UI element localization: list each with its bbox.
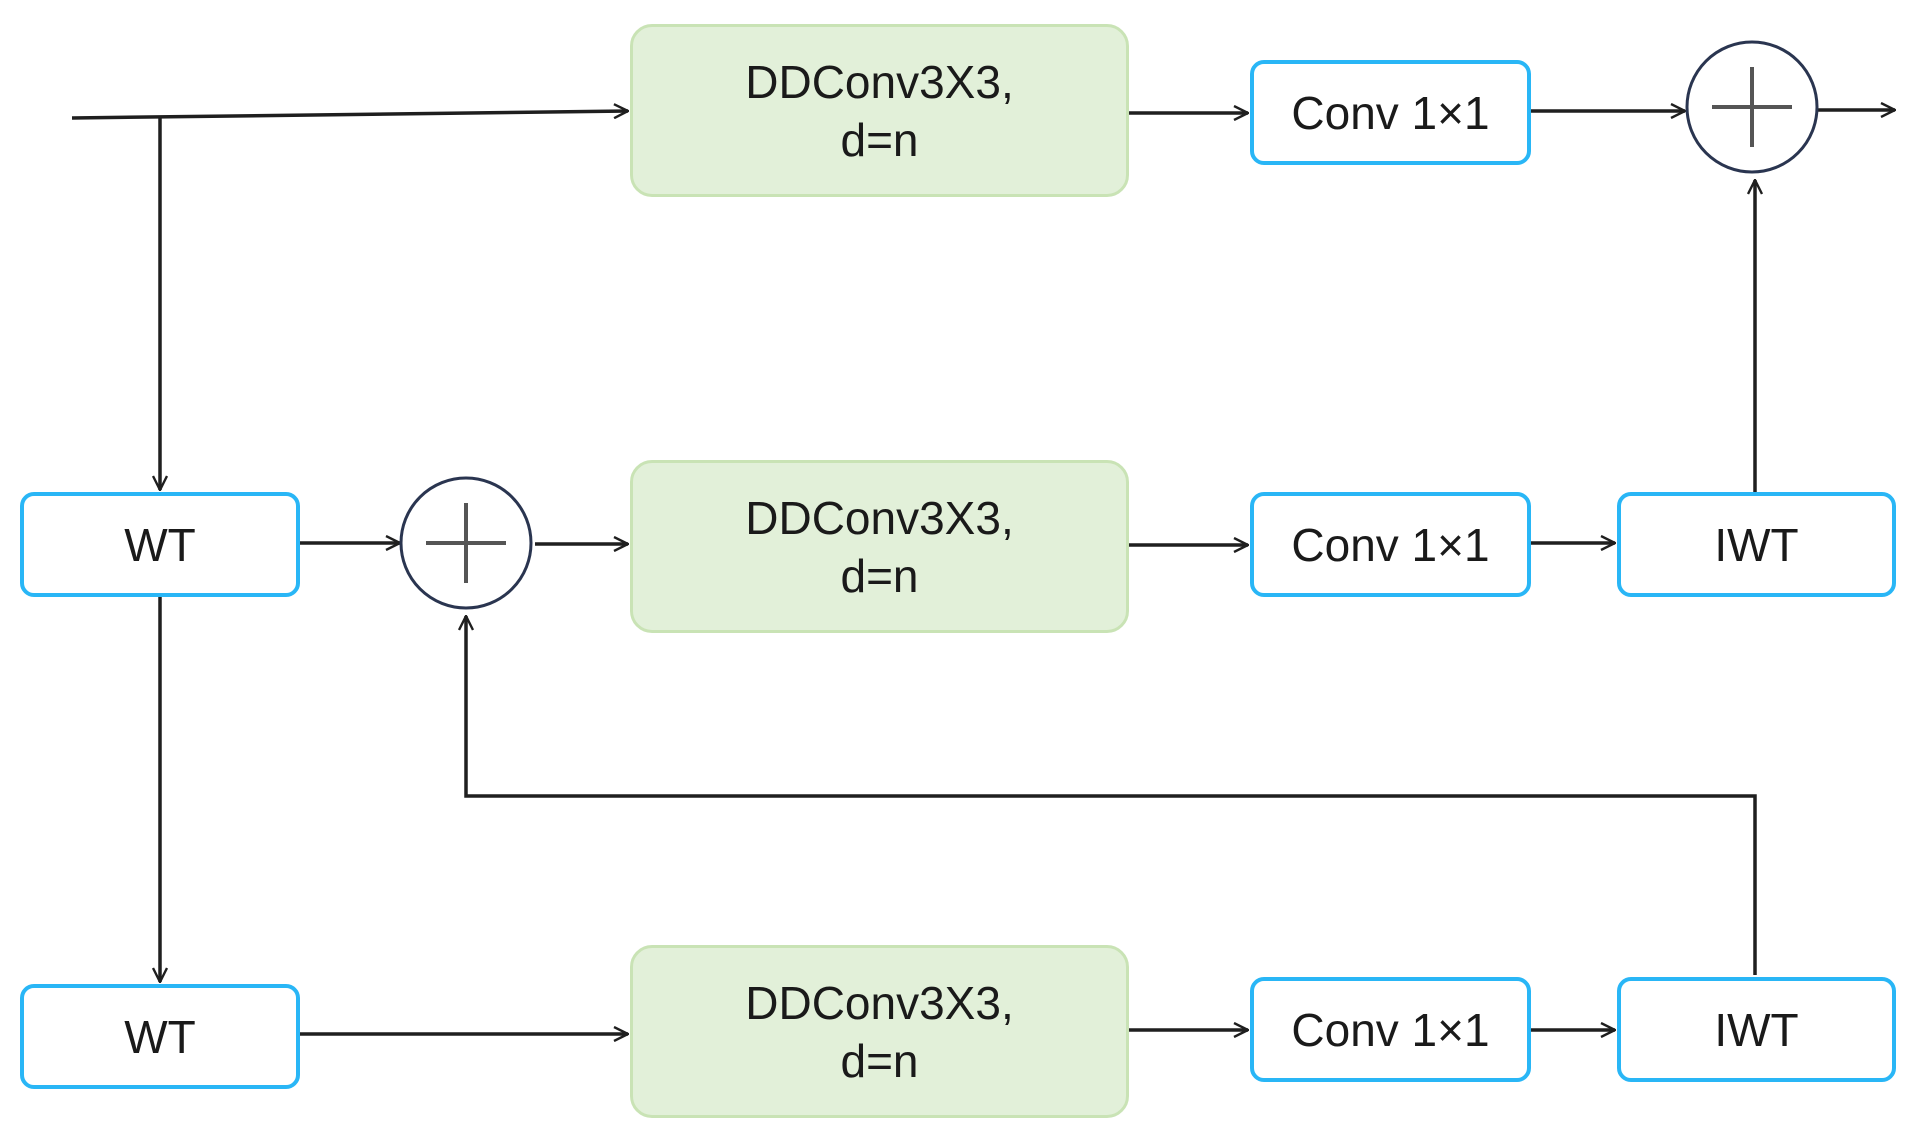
bottom-wt-label: WT [124,1010,196,1063]
middle-wt-block: WT [20,492,300,597]
top-adder [1685,40,1819,174]
middle-iwt-block: IWT [1617,492,1896,597]
input-line [71,111,628,120]
middle-wt-label: WT [124,518,196,571]
top-conv1x1-label: Conv 1×1 [1291,86,1490,139]
bottom-ddconv-label-line1: DDConv3X3, [745,976,1014,1029]
top-ddconv-block: DDConv3X3, d=n [630,24,1129,197]
middle-conv1x1-label: Conv 1×1 [1291,518,1490,571]
bottom-ddconv-label-line2: d=n [840,1034,919,1087]
middle-ddconv-label-line2: d=n [840,549,919,602]
bottom-iwt-label: IWT [1714,1003,1799,1056]
bottom-conv1x1-block: Conv 1×1 [1250,977,1531,1082]
plus-icon [426,503,506,583]
middle-conv1x1-block: Conv 1×1 [1250,492,1531,597]
bottom-wt-block: WT [20,984,300,1089]
middle-ddconv-block: DDConv3X3, d=n [630,460,1129,633]
middle-adder [399,476,533,610]
bottom-iwt-block: IWT [1617,977,1896,1082]
middle-ddconv-label-line1: DDConv3X3, [745,491,1014,544]
middle-iwt-label: IWT [1714,518,1799,571]
top-conv1x1-block: Conv 1×1 [1250,60,1531,165]
top-ddconv-label-line2: d=n [840,113,919,166]
iwt2-feedback-line [466,616,1757,975]
bottom-ddconv-block: DDConv3X3, d=n [630,945,1129,1118]
top-ddconv-label-line1: DDConv3X3, [745,55,1014,108]
plus-icon [1712,67,1792,147]
bottom-conv1x1-label: Conv 1×1 [1291,1003,1490,1056]
